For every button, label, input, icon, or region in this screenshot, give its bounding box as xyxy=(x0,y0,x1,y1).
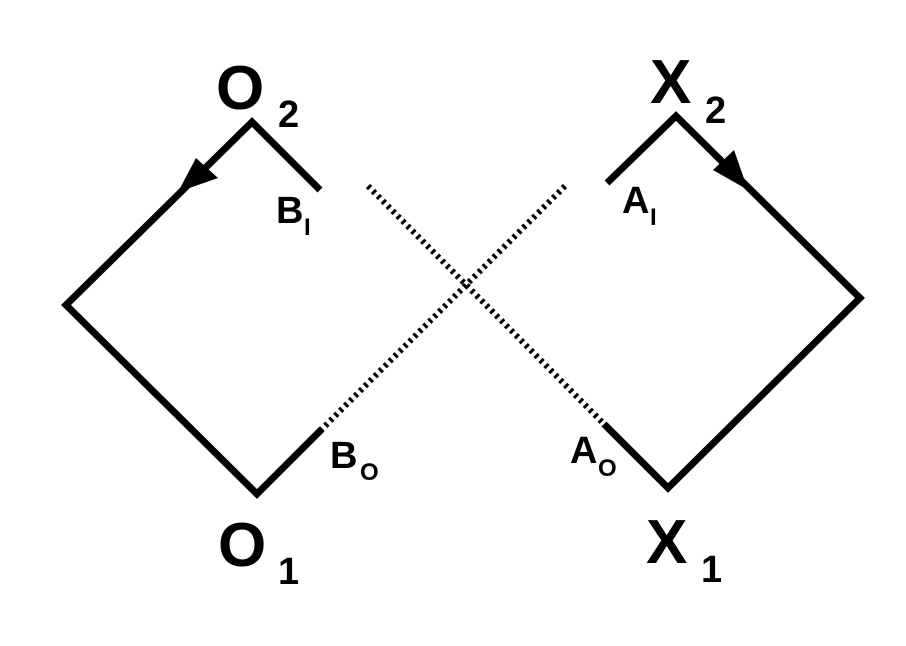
label-o1-main: O xyxy=(218,511,266,580)
label-ai: A I xyxy=(622,180,657,231)
label-o2-main: O xyxy=(216,54,264,123)
label-x2-main: X xyxy=(650,48,691,117)
label-bi-main: B xyxy=(276,190,303,232)
label-o2: O 2 xyxy=(216,54,299,136)
label-x2: X 2 xyxy=(650,48,726,132)
label-bi-sub: I xyxy=(304,214,311,241)
dotted-line-bi-to-ao xyxy=(365,183,607,427)
label-ai-sub: I xyxy=(650,204,657,231)
label-x2-sub: 2 xyxy=(705,90,726,132)
left-loop-path xyxy=(61,117,325,499)
label-x1-main: X xyxy=(646,508,687,577)
right-loop-arrow xyxy=(713,150,748,190)
label-o1: O 1 xyxy=(218,511,299,593)
label-ao: A O xyxy=(570,430,617,482)
label-x1: X 1 xyxy=(646,508,722,591)
label-bi: B I xyxy=(276,190,311,241)
label-ai-main: A xyxy=(622,180,649,222)
label-bo: B O xyxy=(330,435,379,486)
label-bo-main: B xyxy=(330,435,357,477)
dotted-line-ai-to-bo xyxy=(319,183,568,432)
label-bo-sub: O xyxy=(360,459,379,486)
label-o1-sub: 1 xyxy=(278,551,299,593)
label-ao-main: A xyxy=(570,430,597,472)
right-loop-path xyxy=(601,111,865,493)
label-x1-sub: 1 xyxy=(701,549,722,591)
label-ao-sub: O xyxy=(598,455,617,482)
left-loop-arrow xyxy=(178,158,218,192)
label-o2-sub: 2 xyxy=(278,94,299,136)
